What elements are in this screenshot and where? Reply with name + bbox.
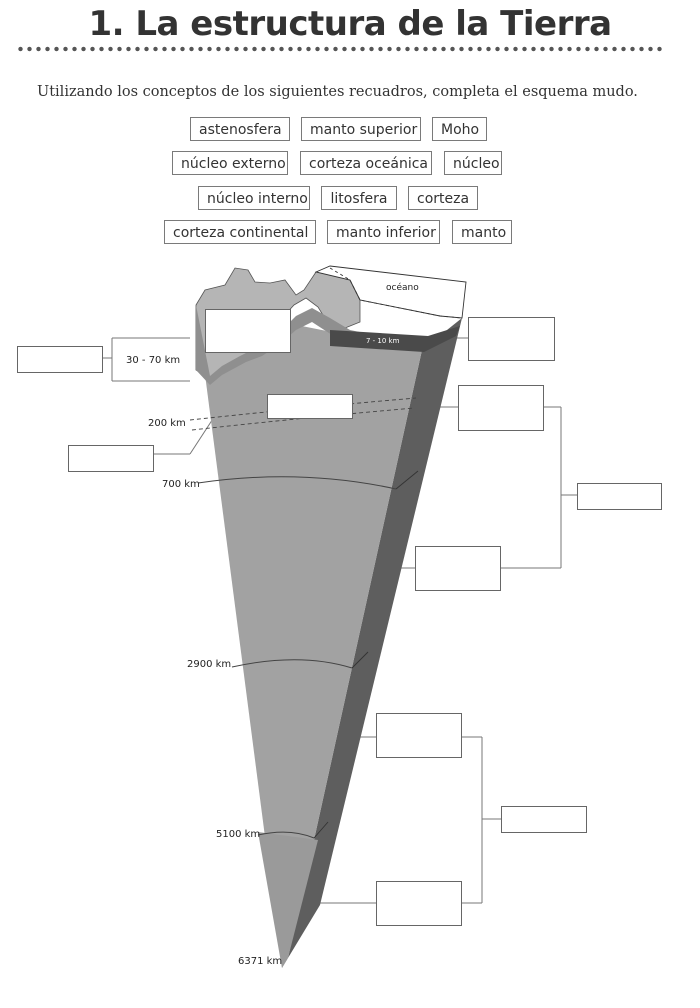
dotted-divider (16, 46, 664, 52)
answer-box-lithosphere[interactable] (68, 445, 154, 472)
depth-label-700: 700 km (162, 479, 200, 490)
concept-nucleo: núcleo (444, 151, 502, 175)
answer-box-oceanic-crust[interactable] (468, 317, 555, 361)
depth-label-5100: 5100 km (216, 829, 261, 840)
concept-corteza-continental: corteza continental (164, 220, 316, 244)
answer-box-core[interactable] (501, 806, 587, 833)
answer-box-lower-mantle[interactable] (415, 546, 501, 591)
concept-corteza: corteza (408, 186, 478, 210)
answer-box-crust-left[interactable] (17, 346, 103, 373)
concept-manto-superior: manto superior (301, 117, 421, 141)
depth-label-2900: 2900 km (187, 659, 232, 670)
depth-label-200: 200 km (148, 418, 186, 429)
concept-nucleo-externo: núcleo externo (172, 151, 288, 175)
concept-corteza-oceanica: corteza oceánica (300, 151, 432, 175)
instructions-text: Utilizando los conceptos de los siguient… (37, 84, 638, 100)
oceanic-crust-band (330, 326, 460, 352)
inner-outer-core-boundary (257, 831, 315, 839)
upper-lower-mantle-boundary (197, 476, 397, 490)
answer-box-continent-label[interactable] (205, 309, 291, 353)
answer-box-asthenosphere[interactable] (267, 394, 353, 419)
answer-box-outer-core[interactable] (376, 713, 462, 758)
answer-box-upper-mantle[interactable] (458, 385, 544, 431)
concept-astenosfera: astenosfera (190, 117, 290, 141)
page-title: 1. La estructura de la Tierra (88, 4, 612, 44)
depth-label-6371: 6371 km (238, 956, 283, 967)
answer-box-inner-core[interactable] (376, 881, 462, 926)
concept-manto-inferior: manto inferior (327, 220, 440, 244)
answer-box-mantle[interactable] (577, 483, 662, 510)
ocean-label: océano (386, 282, 419, 293)
cone-front-face (196, 305, 422, 968)
inner-core-region (258, 832, 318, 968)
concept-moho: Moho (432, 117, 487, 141)
cone-side-face (288, 318, 462, 958)
depth-label-crust: 30 - 70 km (126, 355, 181, 366)
continental-crust (196, 305, 422, 385)
concept-litosfera: litosfera (321, 186, 397, 210)
oceanic-crust-depth-label: 7 - 10 km (366, 337, 400, 345)
core-mantle-boundary (231, 659, 353, 669)
concept-manto: manto (452, 220, 512, 244)
concept-nucleo-interno: núcleo interno (198, 186, 310, 210)
